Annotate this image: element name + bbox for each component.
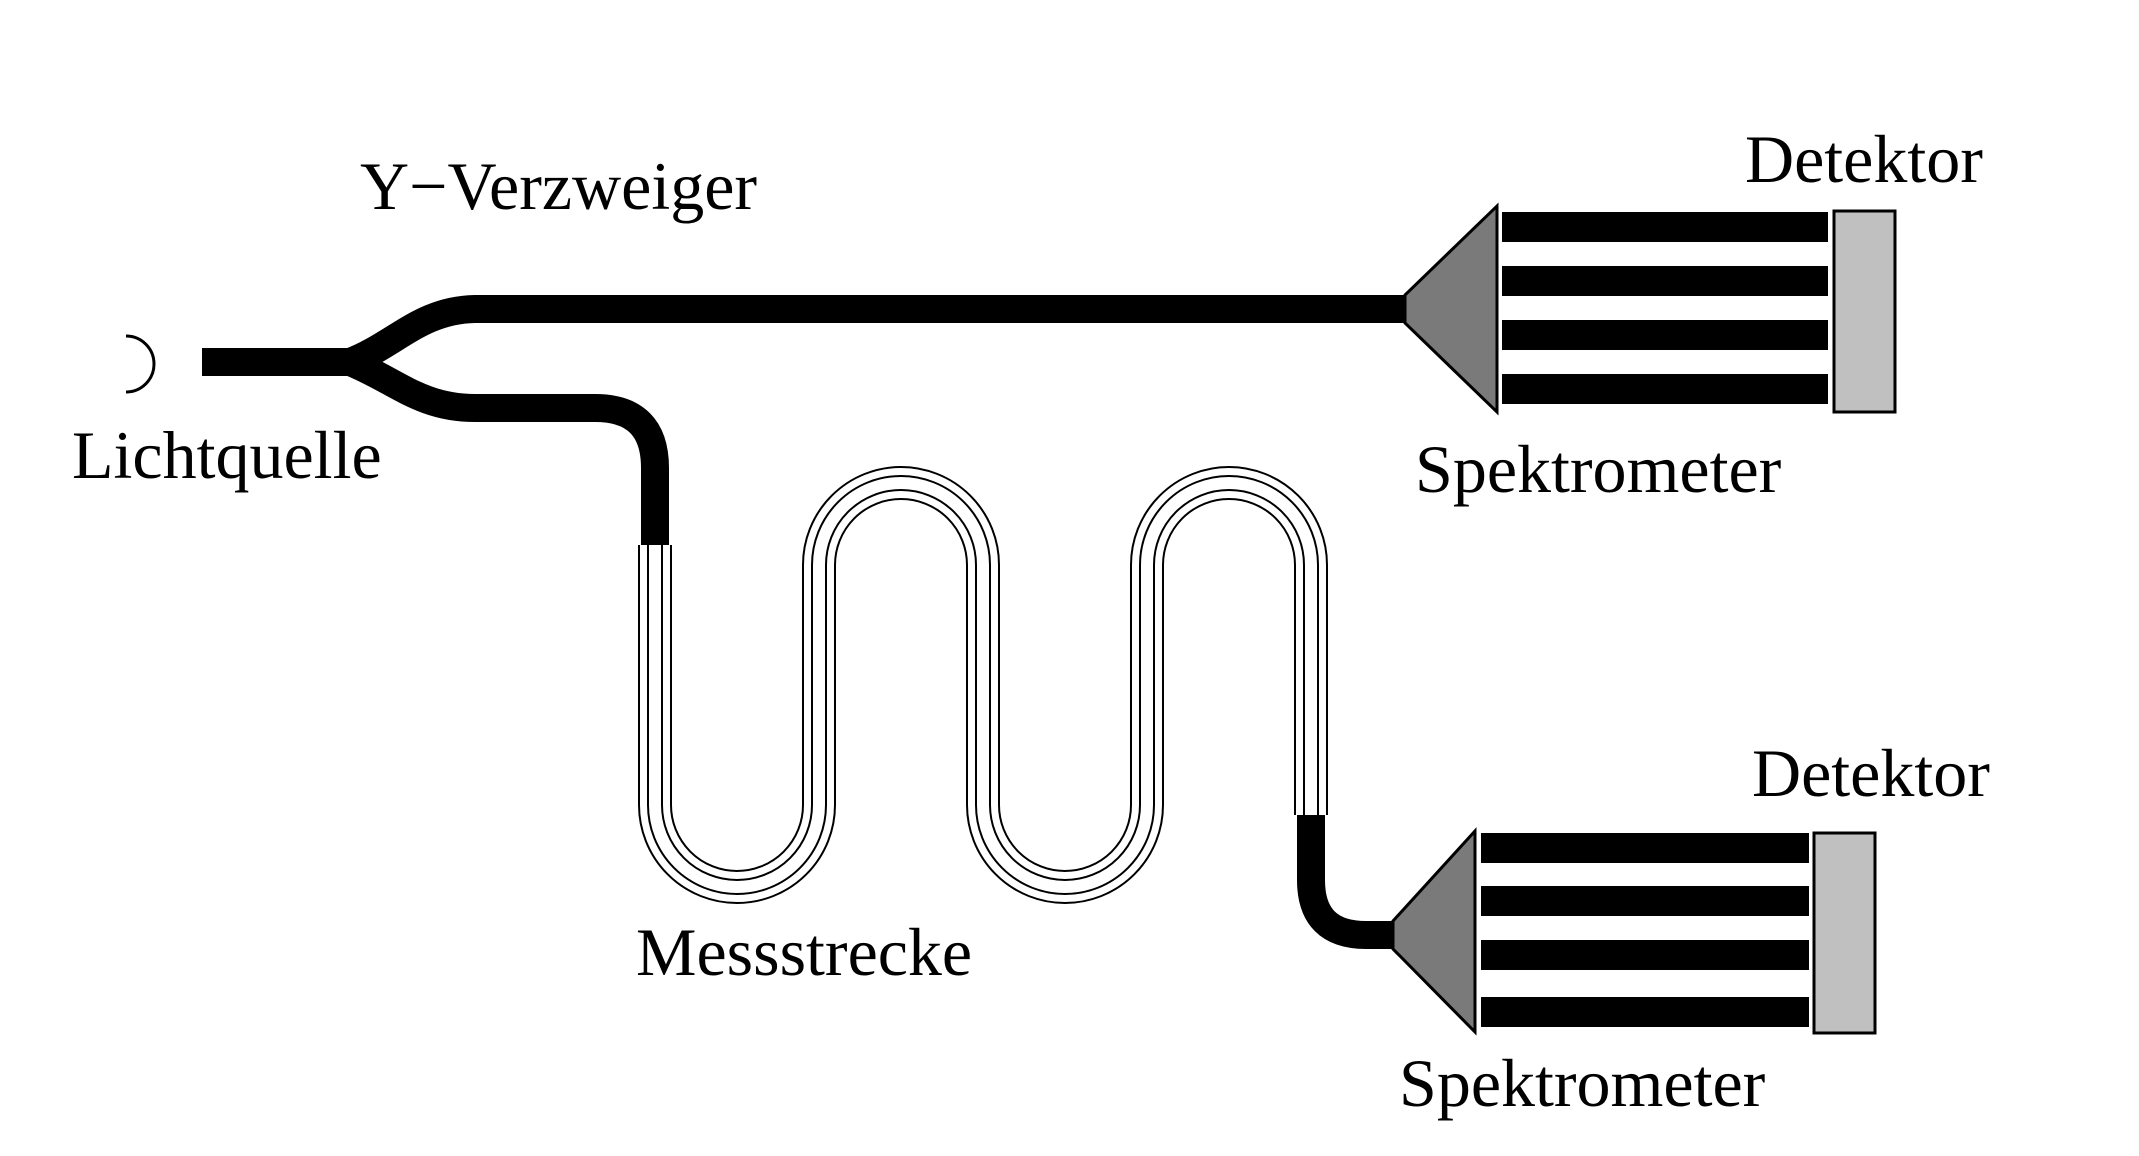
- top-spectrometer-grating-bar: [1502, 320, 1828, 350]
- top-detector: [1832, 209, 1897, 414]
- top-spectrometer-grating-bar: [1502, 212, 1828, 242]
- top-spectrometer-grating-bar: [1502, 266, 1828, 296]
- top-spectrometer-prism: [1403, 202, 1499, 416]
- bottom-spectrometer: [1391, 827, 1877, 1036]
- output-fiber: [1297, 815, 1396, 949]
- top-spectrometer-grating-bar: [1502, 374, 1828, 404]
- bottom-spectrometer-grating-bar: [1481, 997, 1809, 1027]
- bottom-detector-label: Detektor: [1752, 735, 1990, 811]
- y-splitter-label: Y−Verzweiger: [360, 148, 757, 224]
- top-spectrometer: [1403, 202, 1897, 416]
- bottom-spectrometer-prism: [1391, 827, 1477, 1036]
- bottom-spectrometer-label: Spektrometer: [1399, 1045, 1766, 1121]
- bottom-detector: [1812, 831, 1877, 1035]
- upper-fiber-branch: [344, 295, 1410, 376]
- measurement-section-label: Messstrecke: [636, 914, 972, 990]
- bottom-spectrometer-grating-bar: [1481, 886, 1809, 916]
- light-source-label: Lichtquelle: [72, 417, 382, 493]
- light-source-icon: [125, 334, 156, 394]
- top-detector-label: Detektor: [1745, 121, 1983, 197]
- bottom-spectrometer-grating-bar: [1481, 940, 1809, 970]
- bottom-spectrometer-grating-bar: [1481, 833, 1809, 863]
- measurement-section-coil: [638, 466, 1328, 904]
- lower-fiber-branch: [344, 349, 669, 545]
- top-spectrometer-label: Spektrometer: [1415, 431, 1782, 507]
